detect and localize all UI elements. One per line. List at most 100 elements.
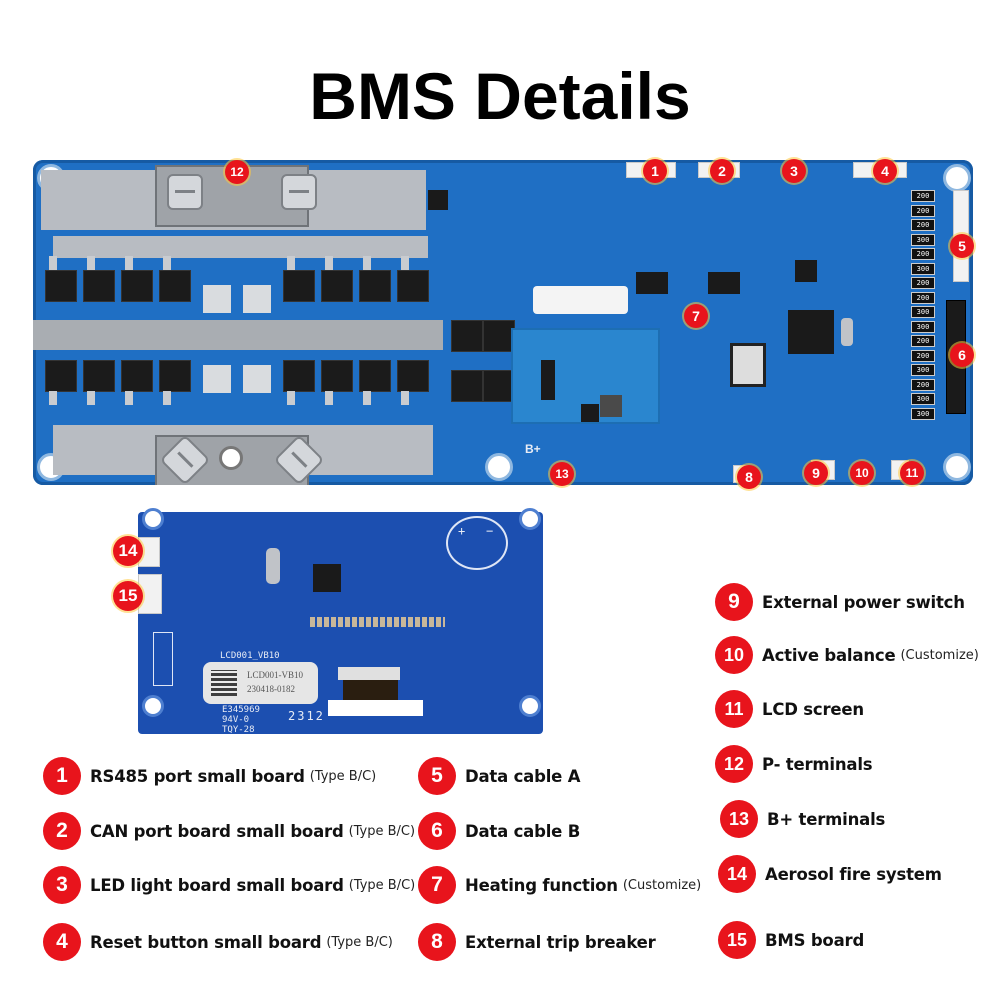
mosfet xyxy=(483,320,515,352)
legend-item-11: 11 LCD screen xyxy=(715,690,864,728)
silk-model: LCD001_VB10 xyxy=(220,651,280,661)
mosfet-leg xyxy=(87,256,95,270)
mosfet-leg xyxy=(325,256,333,270)
mosfet-leg xyxy=(125,391,133,405)
legend-label: BMS board xyxy=(765,930,865,950)
legend-number-badge: 2 xyxy=(43,812,81,850)
balance-resistor: 200 xyxy=(911,219,935,231)
balance-resistor: 200 xyxy=(911,248,935,260)
cert-line-2: 94V-0 xyxy=(222,715,250,725)
cert-line-1: E345969 xyxy=(222,705,260,715)
legend-label: Active balance xyxy=(762,645,896,665)
balance-resistor: 300 xyxy=(911,233,935,246)
lcd-board-photo: + − LCD001_VB10 LCD001-VB10 230418-0182 … xyxy=(138,508,543,735)
mcu-chip xyxy=(788,310,834,354)
mosfet-leg xyxy=(363,256,371,270)
pin-header xyxy=(153,632,173,686)
plus-sign: + xyxy=(458,524,466,538)
legend-label: External trip breaker xyxy=(465,932,656,952)
marker-15: 15 xyxy=(113,581,143,611)
legend-number-badge: 9 xyxy=(715,583,753,621)
mosfet-leg xyxy=(49,256,57,270)
solder-pad xyxy=(203,285,231,313)
mounting-hole xyxy=(142,508,164,530)
chip xyxy=(541,360,555,400)
marker-3: 3 xyxy=(782,159,806,183)
buzzer-outline xyxy=(446,516,508,570)
busbar-middle xyxy=(33,320,443,350)
mounting-hole xyxy=(519,508,541,530)
balance-resistor: 200 xyxy=(911,378,935,391)
mosfet xyxy=(397,360,429,392)
inductor xyxy=(600,395,622,417)
marker-10: 10 xyxy=(850,461,874,485)
mosfet-leg xyxy=(401,391,409,405)
balance-resistor: 300 xyxy=(911,393,935,405)
wifi-module xyxy=(730,343,766,387)
crystal xyxy=(841,318,853,346)
legend-label: LCD screen xyxy=(762,699,864,719)
mosfet xyxy=(83,360,115,392)
legend-label: RS485 port small board xyxy=(90,766,305,786)
legend-label: CAN port board small board xyxy=(90,821,344,841)
mosfet xyxy=(283,270,315,302)
mosfet xyxy=(321,270,353,302)
marker-11: 11 xyxy=(900,461,924,485)
legend-number-badge: 1 xyxy=(43,757,81,795)
terminal-hole xyxy=(219,446,243,470)
minus-sign: − xyxy=(486,524,494,538)
balance-resistor: 200 xyxy=(911,277,935,289)
marker-4: 4 xyxy=(873,159,897,183)
marker-12: 12 xyxy=(225,160,249,184)
qr-label xyxy=(533,286,628,314)
marker-14: 14 xyxy=(113,536,143,566)
mounting-hole xyxy=(943,164,971,192)
white-strip xyxy=(328,700,423,716)
legend-number-badge: 11 xyxy=(715,690,753,728)
mosfet xyxy=(359,360,391,392)
legend-label: Data cable A xyxy=(465,766,581,786)
terminal-screw xyxy=(167,174,203,210)
mosfet-leg xyxy=(163,391,171,405)
mosfet xyxy=(321,360,353,392)
mounting-hole xyxy=(943,453,971,481)
balance-resistor: 200 xyxy=(911,204,935,217)
chip xyxy=(708,272,740,294)
legend-number-badge: 13 xyxy=(720,800,758,838)
mosfet-leg xyxy=(287,391,295,405)
chip xyxy=(581,404,599,422)
mosfet-leg xyxy=(401,256,409,270)
chip xyxy=(795,260,817,282)
marker-6: 6 xyxy=(950,343,974,367)
marker-5: 5 xyxy=(950,234,974,258)
mosfet xyxy=(283,360,315,392)
legend-label: LED light board small board xyxy=(90,875,344,895)
chip xyxy=(428,190,448,210)
mosfet-leg xyxy=(87,391,95,405)
balance-resistor: 200 xyxy=(911,335,935,347)
legend-number-badge: 10 xyxy=(715,636,753,674)
marker-2: 2 xyxy=(710,159,734,183)
mosfet-leg xyxy=(49,391,57,405)
mosfet xyxy=(397,270,429,302)
marker-13: 13 xyxy=(550,462,574,486)
legend-item-8: 8 External trip breaker xyxy=(418,923,656,961)
legend-number-badge: 8 xyxy=(418,923,456,961)
legend-number-badge: 5 xyxy=(418,757,456,795)
date-code: 2312 xyxy=(288,709,325,723)
mounting-hole xyxy=(142,695,164,717)
terminal-screw xyxy=(281,174,317,210)
marker-8: 8 xyxy=(737,465,761,489)
mosfet xyxy=(451,370,483,402)
fpc-connector xyxy=(338,667,400,680)
mosfet xyxy=(159,360,191,392)
marker-1: 1 xyxy=(643,159,667,183)
label-line-1: LCD001-VB10 xyxy=(247,670,303,680)
